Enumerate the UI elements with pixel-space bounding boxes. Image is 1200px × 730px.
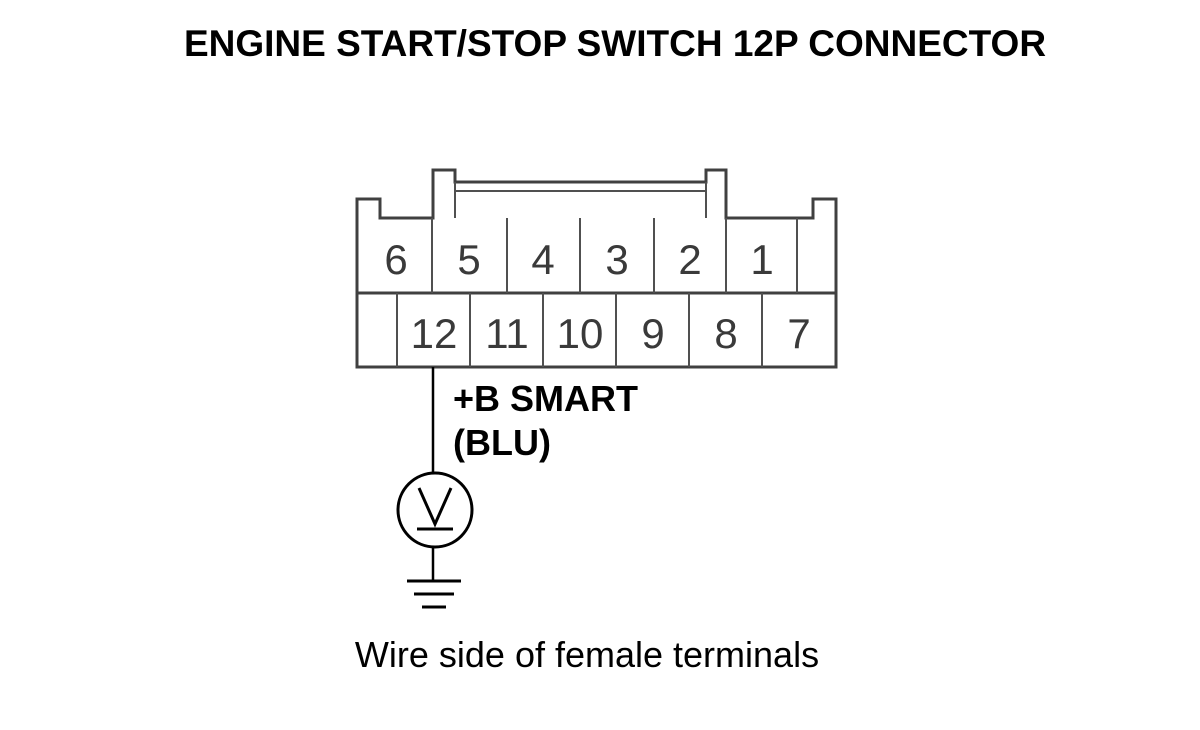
pin-10: 10 [557,310,604,357]
pin-7: 7 [787,310,810,357]
connector-housing [355,168,838,369]
pin-3: 3 [605,236,628,283]
bottom-row-dividers [396,293,763,367]
signal-label: +B SMART [453,378,638,419]
pin-1: 1 [750,236,773,283]
bottom-row-pins: 12 11 10 9 8 7 [411,310,811,357]
pin-6: 6 [384,236,407,283]
diagram-title: ENGINE START/STOP SWITCH 12P CONNECTOR [184,23,1046,64]
pin-5: 5 [457,236,480,283]
top-row-dividers [431,218,798,293]
voltmeter-icon [396,471,474,549]
pin-8: 8 [714,310,737,357]
pin-11: 11 [485,310,529,357]
ground-symbol-icon [407,579,461,609]
top-row-pins: 6 5 4 3 2 1 [384,236,773,283]
wire-color-label: (BLU) [453,422,551,463]
pin-12: 12 [411,310,458,357]
pin-4: 4 [531,236,554,283]
pin-9: 9 [641,310,664,357]
view-caption: Wire side of female terminals [355,634,819,675]
pin-2: 2 [678,236,701,283]
